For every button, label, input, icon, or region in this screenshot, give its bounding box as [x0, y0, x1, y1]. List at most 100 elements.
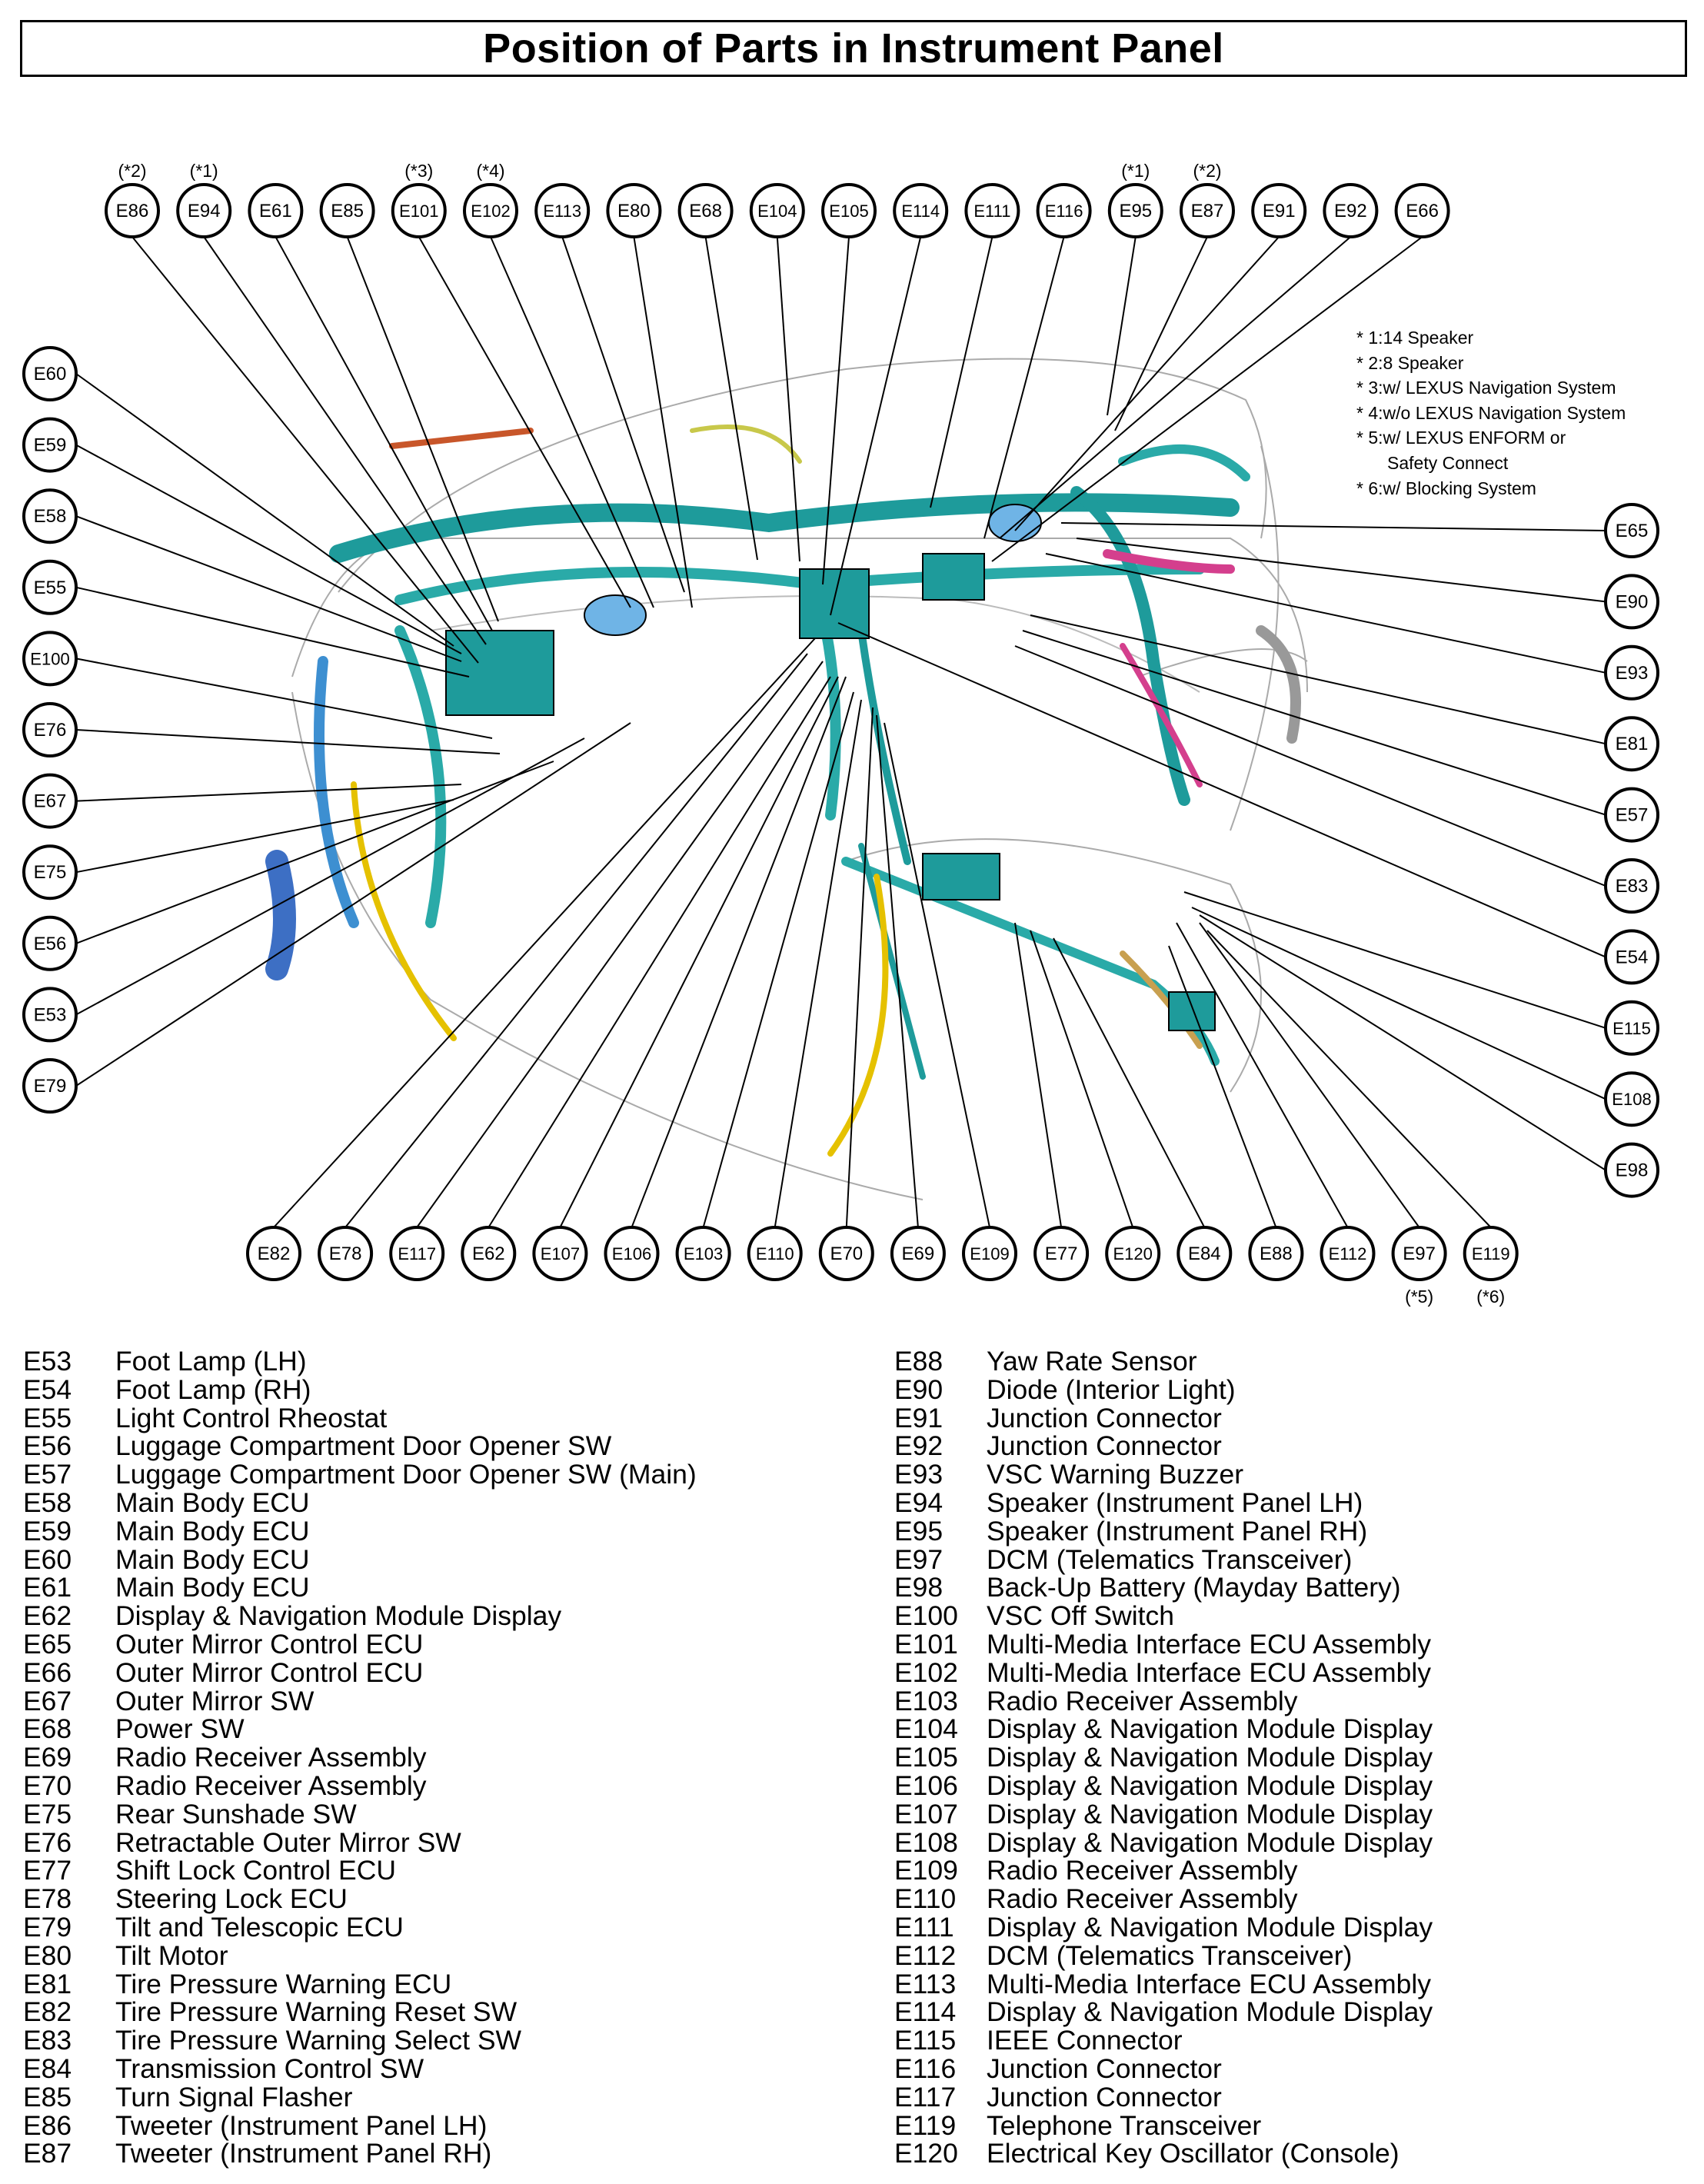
callout-e95: E95(*1): [1107, 161, 1163, 238]
leader-line: [418, 236, 631, 608]
leader-line: [75, 515, 462, 662]
callout-code: E69: [902, 1243, 935, 1264]
callout-e66: E66: [1394, 183, 1450, 238]
callout-e113: E113: [534, 183, 591, 238]
legend-description: Back-Up Battery (Mayday Battery): [987, 1572, 1401, 1603]
legend-description: Speaker (Instrument Panel LH): [987, 1487, 1363, 1518]
leader-line: [1014, 236, 1280, 531]
legend-description: Junction Connector: [987, 2052, 1222, 2084]
legend-description: Multi-Media Interface ECU Assembly: [987, 1656, 1432, 1688]
callout-circle: [1176, 1226, 1233, 1281]
callout-circle: [1105, 1226, 1161, 1281]
legend-code: E115: [894, 2025, 957, 2056]
callout-e78: E78: [318, 1226, 374, 1281]
callout-circle: [964, 183, 1020, 238]
callout-circle: [461, 1226, 517, 1281]
legend-code: E66: [23, 1656, 72, 1688]
callout-circle: [1251, 183, 1307, 238]
leader-line: [1076, 538, 1606, 603]
legend-code: E67: [23, 1685, 72, 1716]
legend-code: E95: [894, 1515, 944, 1546]
callout-e117: E117: [389, 1226, 445, 1281]
callout-code: E109: [970, 1244, 1009, 1263]
legend-code: E119: [894, 2109, 957, 2141]
legend-code: E85: [23, 2081, 72, 2112]
legend-code: E104: [894, 1713, 958, 1745]
callout-code: E115: [1612, 1019, 1651, 1038]
legend-description: Light Control Rheostat: [115, 1402, 388, 1433]
legend-code: E56: [23, 1430, 72, 1462]
leader-line: [75, 761, 554, 944]
legend-description: DCM (Telematics Transceiver): [987, 1543, 1353, 1575]
callout-circle: [248, 183, 304, 238]
legend-description: Luggage Compartment Door Opener SW: [115, 1430, 612, 1462]
legend-description: Transmission Control SW: [115, 2052, 424, 2084]
callout-code: E104: [757, 201, 797, 221]
leader-line: [1045, 553, 1606, 674]
callout-e87: E87(*2): [1180, 161, 1235, 238]
callout-code: E81: [1616, 734, 1649, 754]
callout-code: E54: [1616, 947, 1649, 967]
callout-circle: [389, 1226, 445, 1281]
leader-line: [490, 236, 654, 608]
callout-e92: E92: [1323, 183, 1379, 238]
legend-code: E77: [23, 1855, 72, 1886]
legend-description: Display & Navigation Module Display: [987, 1798, 1433, 1829]
callout-code: E86: [116, 201, 149, 221]
legend-description: Speaker (Instrument Panel RH): [987, 1515, 1368, 1546]
callout-e109: E109: [962, 1226, 1017, 1281]
callout-code: E62: [472, 1243, 505, 1264]
callout-code: E108: [1612, 1090, 1651, 1109]
callout-e98: E98: [1604, 1142, 1659, 1198]
callout-note: (*1): [190, 161, 218, 181]
callout-circle: [1391, 1226, 1447, 1281]
callout-circle: [890, 1226, 946, 1281]
leader-line: [633, 236, 693, 608]
callout-code: E98: [1616, 1160, 1649, 1181]
callout-e60: E60: [22, 346, 78, 401]
callout-e110: E110: [747, 1226, 803, 1281]
callout-code: E68: [689, 201, 722, 221]
callout-code: E105: [829, 201, 868, 221]
callout-note: (*1): [1121, 161, 1150, 181]
callout-circle: [22, 1058, 78, 1114]
legend-code: E70: [23, 1770, 72, 1801]
callout-circle: [677, 183, 734, 238]
legend-description: Display & Navigation Module Display: [987, 1713, 1433, 1745]
leader-line: [75, 444, 462, 654]
legend-description: Multi-Media Interface ECU Assembly: [987, 1968, 1432, 1999]
callout-circle: [246, 1226, 301, 1281]
callout-e119: E119(*6): [1463, 1226, 1519, 1307]
legend-code: E54: [23, 1373, 72, 1405]
leader-line: [75, 586, 470, 678]
legend-code: E90: [894, 1373, 944, 1405]
callout-note: (*2): [1193, 161, 1221, 181]
legend-code: E68: [23, 1713, 72, 1745]
callout-e79: E79: [22, 1058, 78, 1114]
legend-code: E117: [894, 2081, 957, 2112]
legend-description: Display & Navigation Module Display: [987, 1770, 1433, 1801]
callout-code: E59: [34, 435, 67, 456]
callout-code: E101: [399, 201, 438, 221]
callout-e65: E65: [1604, 503, 1659, 558]
instrument-panel-illustration: [265, 358, 1308, 1200]
legend-code: E79: [23, 1911, 72, 1943]
callout-note: (*3): [404, 161, 433, 181]
callout-e111: E111: [964, 183, 1020, 238]
callout-code: E91: [1263, 201, 1296, 221]
callout-circle: [1604, 644, 1659, 701]
callout-code: E103: [684, 1244, 723, 1263]
legend-code: E120: [894, 2138, 958, 2169]
callout-e59: E59: [22, 417, 78, 473]
legend-description: Display & Navigation Module Display: [987, 1996, 1433, 2028]
legend-description: VSC Off Switch: [987, 1600, 1174, 1632]
